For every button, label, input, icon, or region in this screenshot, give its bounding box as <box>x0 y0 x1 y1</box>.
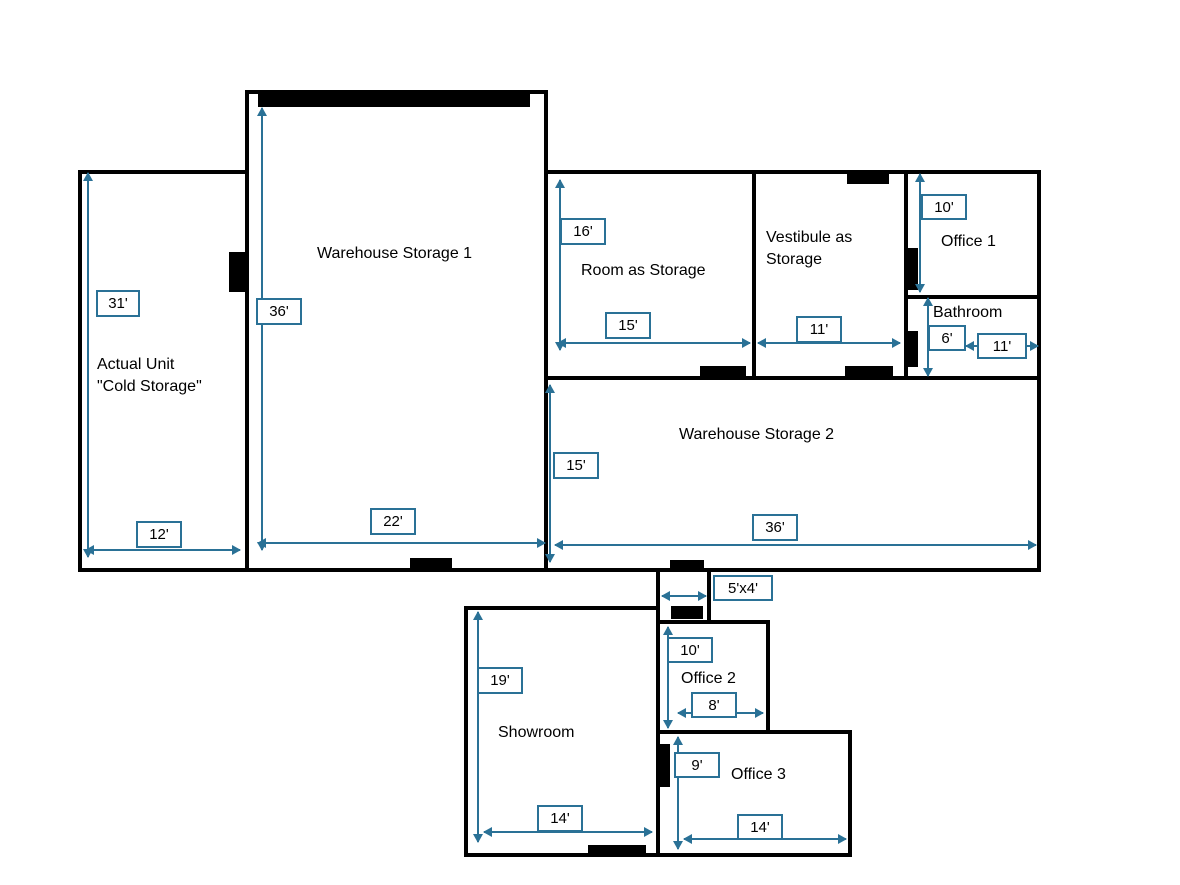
dim-label-bathroom-height: 6' <box>928 325 966 351</box>
room-label-bathroom: Bathroom <box>933 304 1003 321</box>
dim-label-warehouse1-width: 22' <box>370 508 416 535</box>
dim-arrow-warehouse1-width <box>257 538 546 548</box>
room-label-vestibule: Vestibule as Storage <box>766 227 852 271</box>
room-label-line: Storage <box>766 251 823 268</box>
dim-label-office3-width: 14' <box>737 814 783 840</box>
room-office-3 <box>656 730 852 857</box>
dim-label-office2-width: 8' <box>691 692 737 718</box>
dim-label-office1-height: 10' <box>921 194 967 220</box>
dim-label-showroom-height: 19' <box>477 667 523 694</box>
dim-arrow-office3-height <box>673 736 683 850</box>
room-warehouse-storage-2 <box>544 376 1041 572</box>
door-passage-bottom <box>671 606 703 619</box>
door-room-as-storage-bottom <box>700 366 746 378</box>
dim-arrow-cold-storage-width <box>85 545 241 555</box>
dim-label-office2-height: 10' <box>667 637 713 663</box>
room-label-line: Vestibule as <box>766 229 853 246</box>
room-label-office-3: Office 3 <box>731 766 786 783</box>
dim-label-bathroom-width: 11' <box>977 333 1027 359</box>
room-cold-storage <box>78 170 249 572</box>
room-label-line: "Cold Storage" <box>97 378 202 395</box>
dim-arrow-showroom-height <box>473 611 483 843</box>
room-label-office-2: Office 2 <box>681 670 736 687</box>
dim-arrow-room-as-storage-width <box>557 338 751 348</box>
door-bathroom-left <box>904 331 918 367</box>
room-warehouse-storage-1 <box>245 90 548 572</box>
room-label-cold-storage: Actual Unit "Cold Storage" <box>97 354 202 398</box>
dim-label-vestibule-width: 11' <box>796 316 842 343</box>
dim-label-passage-size: 5'x4' <box>713 575 773 601</box>
door-warehouse1-top <box>258 94 530 107</box>
room-label-room-as-storage: Room as Storage <box>581 262 706 279</box>
dim-label-showroom-width: 14' <box>537 805 583 832</box>
dim-label-room-as-storage-width: 15' <box>605 312 651 339</box>
dim-arrow-vestibule-width <box>757 338 901 348</box>
door-office3-left <box>656 744 670 787</box>
dim-label-warehouse2-width: 36' <box>752 514 798 541</box>
dim-label-warehouse2-height: 15' <box>553 452 599 479</box>
door-passage-top <box>670 560 704 571</box>
room-passage <box>656 568 711 624</box>
dim-label-cold-storage-height: 31' <box>96 290 140 317</box>
dim-arrow-warehouse1-height <box>257 107 267 551</box>
door-cold-storage-right <box>229 252 245 292</box>
room-label-showroom: Showroom <box>498 724 575 741</box>
room-label-warehouse-storage-1: Warehouse Storage 1 <box>317 245 473 262</box>
dim-arrow-warehouse2-height <box>545 384 555 563</box>
room-vestibule <box>752 170 908 380</box>
dim-arrow-room-as-storage-height <box>555 179 565 351</box>
room-label-line: Actual Unit <box>97 356 175 373</box>
door-showroom-bottom <box>588 845 646 856</box>
door-vestibule-top <box>847 172 889 184</box>
dim-arrow-warehouse2-width <box>554 540 1037 550</box>
door-office1-left <box>904 248 918 290</box>
room-label-warehouse-storage-2: Warehouse Storage 2 <box>679 426 835 443</box>
door-vestibule-bottom <box>845 366 893 378</box>
door-warehouse1-bottom <box>410 558 452 570</box>
dim-label-room-as-storage-height: 16' <box>560 218 606 245</box>
dim-label-office3-height: 9' <box>674 752 720 778</box>
dim-arrow-cold-storage-height <box>83 172 93 558</box>
dim-label-cold-storage-width: 12' <box>136 521 182 548</box>
dim-arrow-office1-height <box>915 173 925 293</box>
dim-label-warehouse1-height: 36' <box>256 298 302 325</box>
dim-arrow-passage-width <box>661 591 707 601</box>
room-label-office-1: Office 1 <box>941 233 996 250</box>
dim-arrow-showroom-width <box>483 827 653 837</box>
dim-arrow-office2-height <box>663 626 673 729</box>
